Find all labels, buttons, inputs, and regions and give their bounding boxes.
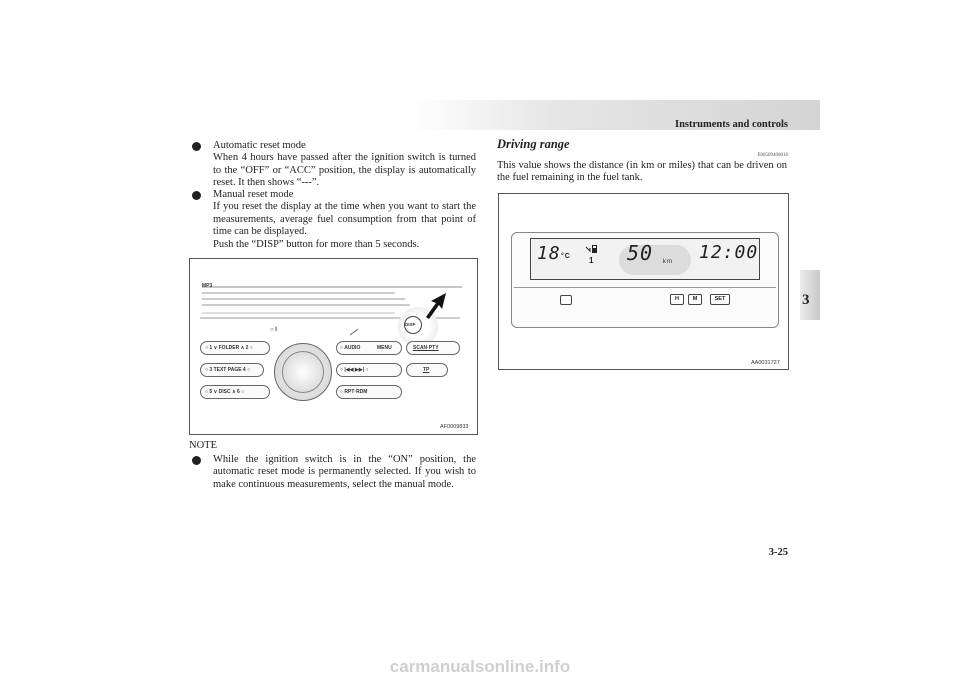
tp-button[interactable]: TP	[406, 363, 448, 377]
header-title: Instruments and controls	[675, 119, 788, 130]
note-label: NOTE	[189, 440, 217, 451]
power-label: ○ I	[270, 327, 277, 333]
menu-label: MENU	[377, 345, 392, 351]
fuel-pump-icon	[585, 245, 597, 253]
hour-button[interactable]: H	[670, 294, 684, 305]
bullet-icon	[192, 142, 201, 151]
seek-label: ○ |◀◀ ▶▶| ○	[340, 367, 369, 373]
temperature-value: 18	[537, 243, 561, 264]
section-code: E00509400016	[757, 153, 788, 158]
folder-label: ○ 1 ∨ FOLDER ∧ 2 ○	[205, 345, 253, 351]
minute-button[interactable]: M	[688, 294, 702, 305]
range-indicator: 1	[589, 256, 595, 265]
temperature-unit: °C	[561, 253, 571, 260]
volume-knob-inner	[282, 351, 324, 393]
chapter-tab	[800, 270, 820, 320]
scan-pty-label: SCAN·PTY	[413, 345, 439, 351]
display-unit: 18 °C 1 50 km 12:00 H M SET	[511, 232, 779, 328]
lcd-highlight	[619, 245, 691, 275]
disp-button[interactable]: DISP	[404, 316, 422, 334]
set-button[interactable]: SET	[710, 294, 730, 305]
rpt-rdm-label: ○ RPT·RDM	[340, 389, 368, 395]
folder-button[interactable]: ○ 1 ∨ FOLDER ∧ 2 ○	[200, 341, 270, 355]
header-band	[410, 100, 820, 130]
bullet-extra: Push the “DISP” button for more than 5 s…	[213, 238, 420, 250]
text-page-button[interactable]: ○ 3 TEXT PAGE 4 ○	[200, 363, 264, 377]
display-divider	[514, 287, 776, 288]
figure-id: AA0031727	[751, 360, 780, 366]
bullet-icon	[192, 191, 201, 200]
pointer-arrow-icon	[426, 293, 446, 319]
disc-button[interactable]: ○ 5 ∨ DISC ∧ 6 ○	[200, 385, 270, 399]
lcd-screen: 18 °C 1 50 km 12:00	[530, 238, 760, 280]
bullet-manual-reset: Manual reset mode If you reset the displ…	[190, 189, 476, 251]
bullet-automatic-reset: Automatic reset mode When 4 hours have p…	[190, 140, 476, 190]
bullet-body: When 4 hours have passed after the ignit…	[213, 152, 476, 189]
radio-panel: MP3 ○ I DISP ○ 1 ∨ FOLDER ∧ 2 ○ ○ 3 TEXT…	[200, 283, 462, 411]
bullet-body: If you reset the display at the time whe…	[213, 201, 476, 238]
note-text: While the ignition switch is in the “ON”…	[213, 454, 476, 490]
display-figure: 18 °C 1 50 km 12:00 H M SET AA0031727	[498, 193, 789, 370]
audio-label: ○ AUDIO	[340, 345, 361, 351]
disp-label: DISP	[405, 322, 416, 327]
bullet-title: Automatic reset mode	[213, 140, 306, 151]
bullet-title: Manual reset mode	[213, 189, 294, 200]
disc-label: ○ 5 ∨ DISC ∧ 6 ○	[205, 389, 245, 395]
text-page-label: ○ 3 TEXT PAGE 4 ○	[205, 367, 251, 373]
radio-outline	[200, 286, 462, 336]
section-paragraph: This value shows the distance (in km or …	[497, 160, 787, 184]
scan-pty-button[interactable]: SCAN·PTY	[406, 341, 460, 355]
clock-value: 12:00	[699, 242, 759, 263]
bullet-icon	[192, 456, 201, 465]
watermark: carmanualsonline.info	[389, 657, 571, 676]
audio-menu-button[interactable]: ○ AUDIO MENU	[336, 341, 402, 355]
mp3-logo: MP3	[202, 283, 213, 289]
tp-label: TP	[423, 367, 430, 373]
figure-id: AF0009833	[440, 424, 469, 430]
blank-button[interactable]	[560, 295, 572, 305]
distance-value: 50	[627, 241, 654, 265]
seek-button[interactable]: ○ |◀◀ ▶▶| ○	[336, 363, 402, 377]
chapter-number: 3	[802, 292, 810, 308]
rpt-rdm-button[interactable]: ○ RPT·RDM	[336, 385, 402, 399]
section-title: Driving range	[497, 137, 570, 151]
distance-unit: km	[663, 259, 673, 265]
radio-figure: MP3 ○ I DISP ○ 1 ∨ FOLDER ∧ 2 ○ ○ 3 TEXT…	[189, 258, 478, 435]
note-bullet: While the ignition switch is in the “ON”…	[190, 454, 476, 491]
page-number: 3-25	[768, 547, 788, 558]
